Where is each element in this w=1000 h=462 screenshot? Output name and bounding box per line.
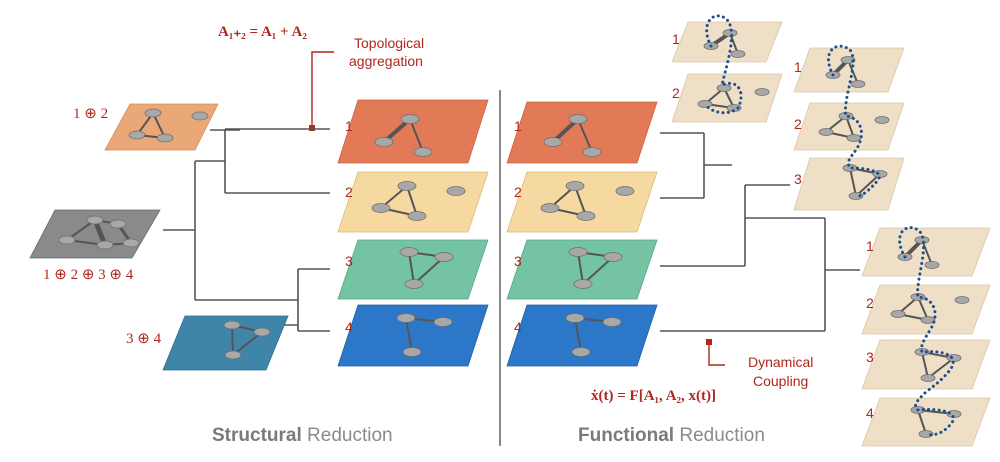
stack-123-number-2: 2 (794, 116, 802, 132)
branch-12 (224, 128, 330, 194)
stack-1234-coupling (898, 226, 955, 437)
functional-layer-2 (506, 171, 658, 233)
branch-root (194, 160, 298, 301)
merged-layer-12-plane (104, 103, 219, 151)
functional-layer-3-number: 3 (514, 253, 522, 269)
structural-title-bold: Structural (212, 425, 302, 446)
stack-123-coupling (827, 44, 881, 198)
functional-title-bold: Functional (578, 425, 674, 446)
branch-34 (297, 268, 330, 332)
aggregate-label-34: 3 ⊕ 4 (126, 331, 162, 347)
functional-layer-1 (506, 101, 658, 164)
stack-1234-number-3: 3 (866, 349, 874, 365)
structural-layer-2 (337, 171, 489, 233)
structural-title-rest: Reduction (302, 425, 393, 446)
merged-layer-34 (162, 315, 289, 371)
structural-formula: A₁₊₂ = A₁ + A₂ (218, 24, 307, 40)
topological-marker (309, 125, 315, 131)
aggregate-label-12: 1 ⊕ 2 (73, 106, 108, 122)
stack-12-coupling (703, 14, 743, 115)
stack-12 (671, 14, 783, 123)
functional-reduction-title: Functional Reduction (578, 425, 765, 446)
topological-label-line2: aggregation (349, 53, 423, 69)
stack-1234 (861, 226, 991, 447)
topological-label-line1: Topological (354, 35, 424, 51)
structural-dendrogram (163, 128, 330, 332)
merged-layer-1234 (29, 209, 161, 259)
stack-12-number-1: 1 (672, 31, 680, 47)
merged-layer-12 (104, 103, 219, 151)
functional-dendrogram (660, 132, 860, 332)
structural-layer-1 (337, 99, 489, 164)
structural-layer-3 (337, 239, 489, 300)
functional-layer-1-number: 1 (514, 118, 522, 134)
dynamical-label-line1: Dynamical (748, 354, 813, 370)
stack-123-number-1: 1 (794, 59, 802, 75)
dynamical-label-line2: Coupling (753, 373, 808, 389)
dynamical-marker (706, 339, 712, 345)
dynamical-leader (708, 342, 725, 366)
stack-123-number-3: 3 (794, 171, 802, 187)
structural-layer-4 (337, 304, 489, 367)
stack-1234-number-2: 2 (866, 295, 874, 311)
structural-layer-2-number: 2 (345, 184, 353, 200)
aggregate-label-1234: 1 ⊕ 2 ⊕ 3 ⊕ 4 (43, 267, 134, 283)
fbranch-12 (660, 132, 705, 199)
structural-layer-1-number: 1 (345, 118, 353, 134)
topological-leader (311, 51, 334, 128)
functional-layer-4 (506, 304, 658, 367)
stack-1234-number-1: 1 (866, 238, 874, 254)
functional-title-rest: Reduction (674, 425, 765, 446)
structural-layer-3-number: 3 (345, 253, 353, 269)
functional-layer-4-number: 4 (514, 319, 522, 335)
stack-123 (793, 44, 905, 211)
fbranch-34 (660, 265, 825, 332)
stack-12-number-2: 2 (672, 85, 680, 101)
structural-reduction-title: Structural Reduction (212, 425, 393, 446)
functional-layer-2-number: 2 (514, 184, 522, 200)
stack-1234-number-4: 4 (866, 405, 874, 421)
functional-layer-3 (506, 239, 658, 300)
fbranch-123 (744, 184, 790, 266)
fbranch-root (745, 217, 826, 331)
functional-formula: ẋ(t) = F[A₁, A₂, x(t)] (591, 388, 716, 404)
structural-layer-4-number: 4 (345, 319, 353, 335)
